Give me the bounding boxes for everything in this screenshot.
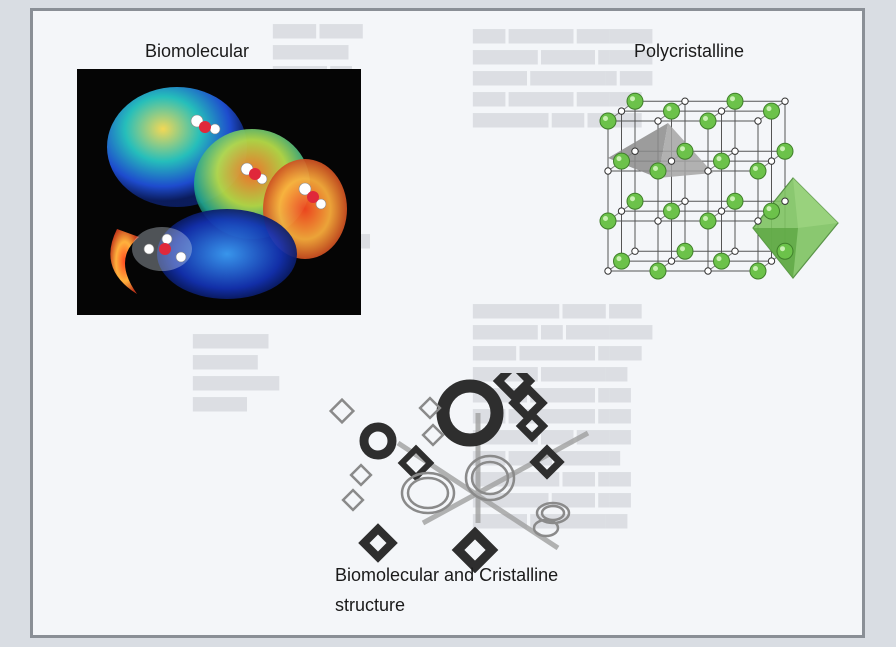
lattice-node <box>668 158 674 164</box>
lattice-atom-sphere <box>750 163 766 179</box>
lattice-node <box>618 208 624 214</box>
lattice-node <box>682 198 688 204</box>
lattice-atom-sphere <box>677 243 693 259</box>
lattice-atom-sphere <box>650 163 666 179</box>
background-text-texture-4: ▇▇▇▇▇▇▇ ▇▇▇▇▇▇ ▇▇▇▇▇▇▇▇ ▇▇▇▇▇ <box>193 331 279 415</box>
combined-structure-caption-line2: structure <box>335 593 558 617</box>
polycristalline-lattice <box>573 63 858 313</box>
lattice-atom-sphere <box>664 203 680 219</box>
lattice-atom-sphere <box>677 143 693 159</box>
lattice-node <box>605 268 611 274</box>
lattice-atom-sphere <box>764 203 780 219</box>
lattice-node <box>755 118 761 124</box>
lattice-node <box>632 148 638 154</box>
lattice-node <box>655 118 661 124</box>
lattice-atom-sphere <box>700 113 716 129</box>
combined-structure-caption: Biomolecular and Cristalline structure <box>335 563 558 617</box>
lattice-node <box>618 108 624 114</box>
lattice-node <box>655 218 661 224</box>
lattice-atom-sphere <box>614 153 630 169</box>
lattice-node <box>632 248 638 254</box>
biomolecular-image <box>77 69 361 315</box>
lattice-node <box>718 108 724 114</box>
lattice-atom-sphere <box>614 253 630 269</box>
lattice-atom-sphere <box>727 193 743 209</box>
lattice-atom-sphere <box>777 143 793 159</box>
combined-structure-caption-line1: Biomolecular and Cristalline <box>335 563 558 587</box>
lattice-atom-sphere <box>627 93 643 109</box>
combined-structure-diagram <box>328 373 628 573</box>
lattice-atom-sphere <box>664 103 680 119</box>
lattice-atom-sphere <box>650 263 666 279</box>
lattice-atom-sphere <box>600 113 616 129</box>
polycristalline-caption: Polycristalline <box>634 39 744 63</box>
figure-frame: ▇▇▇ ▇▇▇▇▇▇ ▇▇▇▇▇▇▇ ▇▇▇▇▇▇ ▇▇▇▇▇ ▇▇▇▇▇ ▇▇… <box>30 8 865 638</box>
lattice-node <box>605 168 611 174</box>
lattice-atom-sphere <box>750 263 766 279</box>
lattice-atom-sphere <box>777 243 793 259</box>
lattice-atom-sphere <box>700 213 716 229</box>
lattice-atom-sphere <box>714 153 730 169</box>
lattice-atom-sphere <box>627 193 643 209</box>
lattice-node <box>682 98 688 104</box>
lattice-node <box>782 98 788 104</box>
lattice-atom-sphere <box>714 253 730 269</box>
lattice-node <box>705 268 711 274</box>
lattice-node <box>768 258 774 264</box>
biomolecular-caption: Biomolecular <box>145 39 249 63</box>
lattice-node <box>718 208 724 214</box>
lattice-node <box>668 258 674 264</box>
lattice-atom-sphere <box>727 93 743 109</box>
lattice-node <box>705 168 711 174</box>
lattice-atom-sphere <box>764 103 780 119</box>
lattice-node <box>732 248 738 254</box>
lattice-atom-sphere <box>600 213 616 229</box>
lattice-node <box>768 158 774 164</box>
lattice-node <box>755 218 761 224</box>
lattice-node <box>732 148 738 154</box>
lattice-node <box>782 198 788 204</box>
